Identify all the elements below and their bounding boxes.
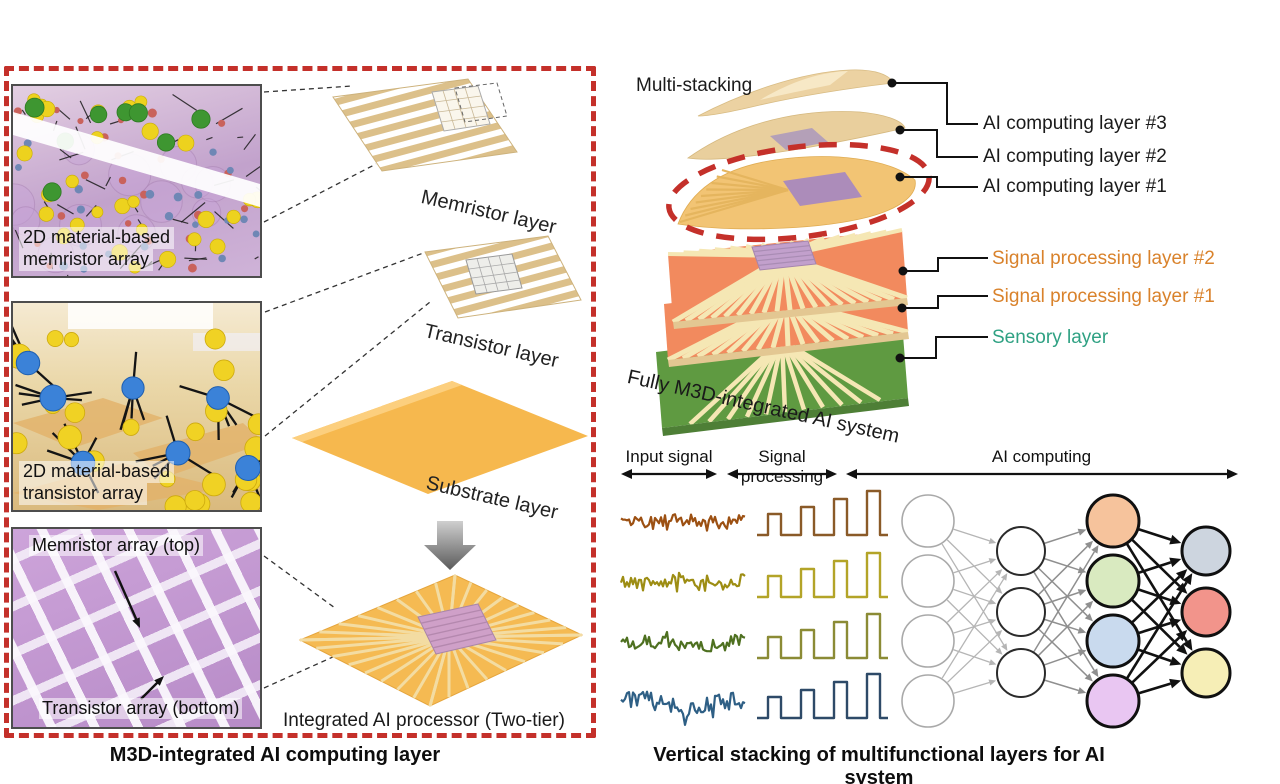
photo-label: 2D material-based transistor array [19, 461, 175, 505]
signal-1-noise [620, 513, 746, 532]
functional-stack [656, 228, 909, 436]
nn-node-l4-1 [1180, 525, 1232, 577]
signal-1-pulse [757, 489, 888, 537]
callout-ai-layer-3: AI computing layer #3 [983, 113, 1167, 134]
nn-node-l3-4 [1085, 673, 1141, 729]
flow-header-input: Input signal [625, 447, 713, 466]
signal-2-pulse [757, 551, 888, 599]
callout-signal-layer-2: Signal processing layer #2 [992, 248, 1215, 269]
transistor-layer-diagram [424, 235, 582, 319]
transistor-bottom-tag: Transistor array (bottom) [39, 698, 243, 719]
nn-node-l4-3 [1180, 647, 1232, 699]
flow-header-processing: Signal processing [740, 447, 824, 486]
nn-node-l3-2 [1085, 553, 1141, 609]
memristor-array-photo: 2D material-based memristor array [11, 84, 262, 278]
crossbar-array-photo: Memristor array (top) Transistor array (… [11, 527, 262, 729]
crossbar-arrows [113, 570, 164, 700]
nn-node-l1-4 [901, 674, 955, 728]
signal-2-noise [619, 571, 746, 593]
callout-connectors [892, 82, 988, 359]
signal-4-pulse [757, 672, 888, 720]
nn-node-l1-1 [901, 494, 955, 548]
callout-signal-layer-1: Signal processing layer #1 [992, 286, 1215, 307]
nn-node-l2-3 [996, 648, 1046, 698]
memristor-top-tag: Memristor array (top) [29, 535, 204, 556]
photo-label-line1: 2D material-based [19, 227, 175, 250]
ai-flake-2 [686, 111, 906, 160]
signal-3-pulse [757, 612, 888, 660]
integrated-processor-diagram [298, 574, 584, 707]
nn-node-l2-1 [996, 526, 1046, 576]
nn-node-l2-2 [996, 587, 1046, 637]
photo-label-line2: memristor array [19, 249, 154, 271]
magnifier-dashed-lines [263, 85, 431, 689]
nn-node-l1-2 [901, 554, 955, 608]
nn-node-l3-3 [1085, 613, 1141, 669]
memristor-layer-diagram [332, 78, 518, 172]
ai-flake-1 [677, 156, 916, 230]
signal-4-noise [620, 690, 746, 727]
nn-node-l4-2 [1180, 586, 1232, 638]
nn-node-l1-3 [901, 614, 955, 668]
callout-ai-layer-1: AI computing layer #1 [983, 176, 1167, 197]
flow-arrowheads [621, 469, 1238, 479]
down-arrow [424, 521, 476, 570]
callout-sensory-layer: Sensory layer [992, 327, 1109, 348]
callout-ai-layer-2: AI computing layer #2 [983, 146, 1167, 167]
right-caption: Vertical stacking of multifunctional lay… [653, 744, 1105, 784]
neural-network [901, 493, 1232, 729]
flow-header-computing: AI computing [991, 447, 1092, 466]
left-caption: M3D-integrated AI computing layer [109, 744, 441, 766]
photo-label-line1: 2D material-based [19, 461, 175, 484]
substrate-layer-diagram [292, 381, 588, 494]
highlight-dashed-frame [4, 66, 596, 738]
photo-label-line2: transistor array [19, 483, 148, 505]
photo-label: 2D material-based memristor array [19, 227, 175, 271]
callout-dots [887, 78, 908, 363]
processor-label: Integrated AI processor (Two-tier) [283, 710, 565, 731]
transistor-array-photo: 2D material-based transistor array [11, 301, 262, 512]
signal-traces [619, 489, 888, 727]
signal-3-noise [620, 630, 746, 653]
nn-node-l3-1 [1085, 493, 1141, 549]
multi-stacking-label: Multi-stacking [636, 75, 753, 96]
